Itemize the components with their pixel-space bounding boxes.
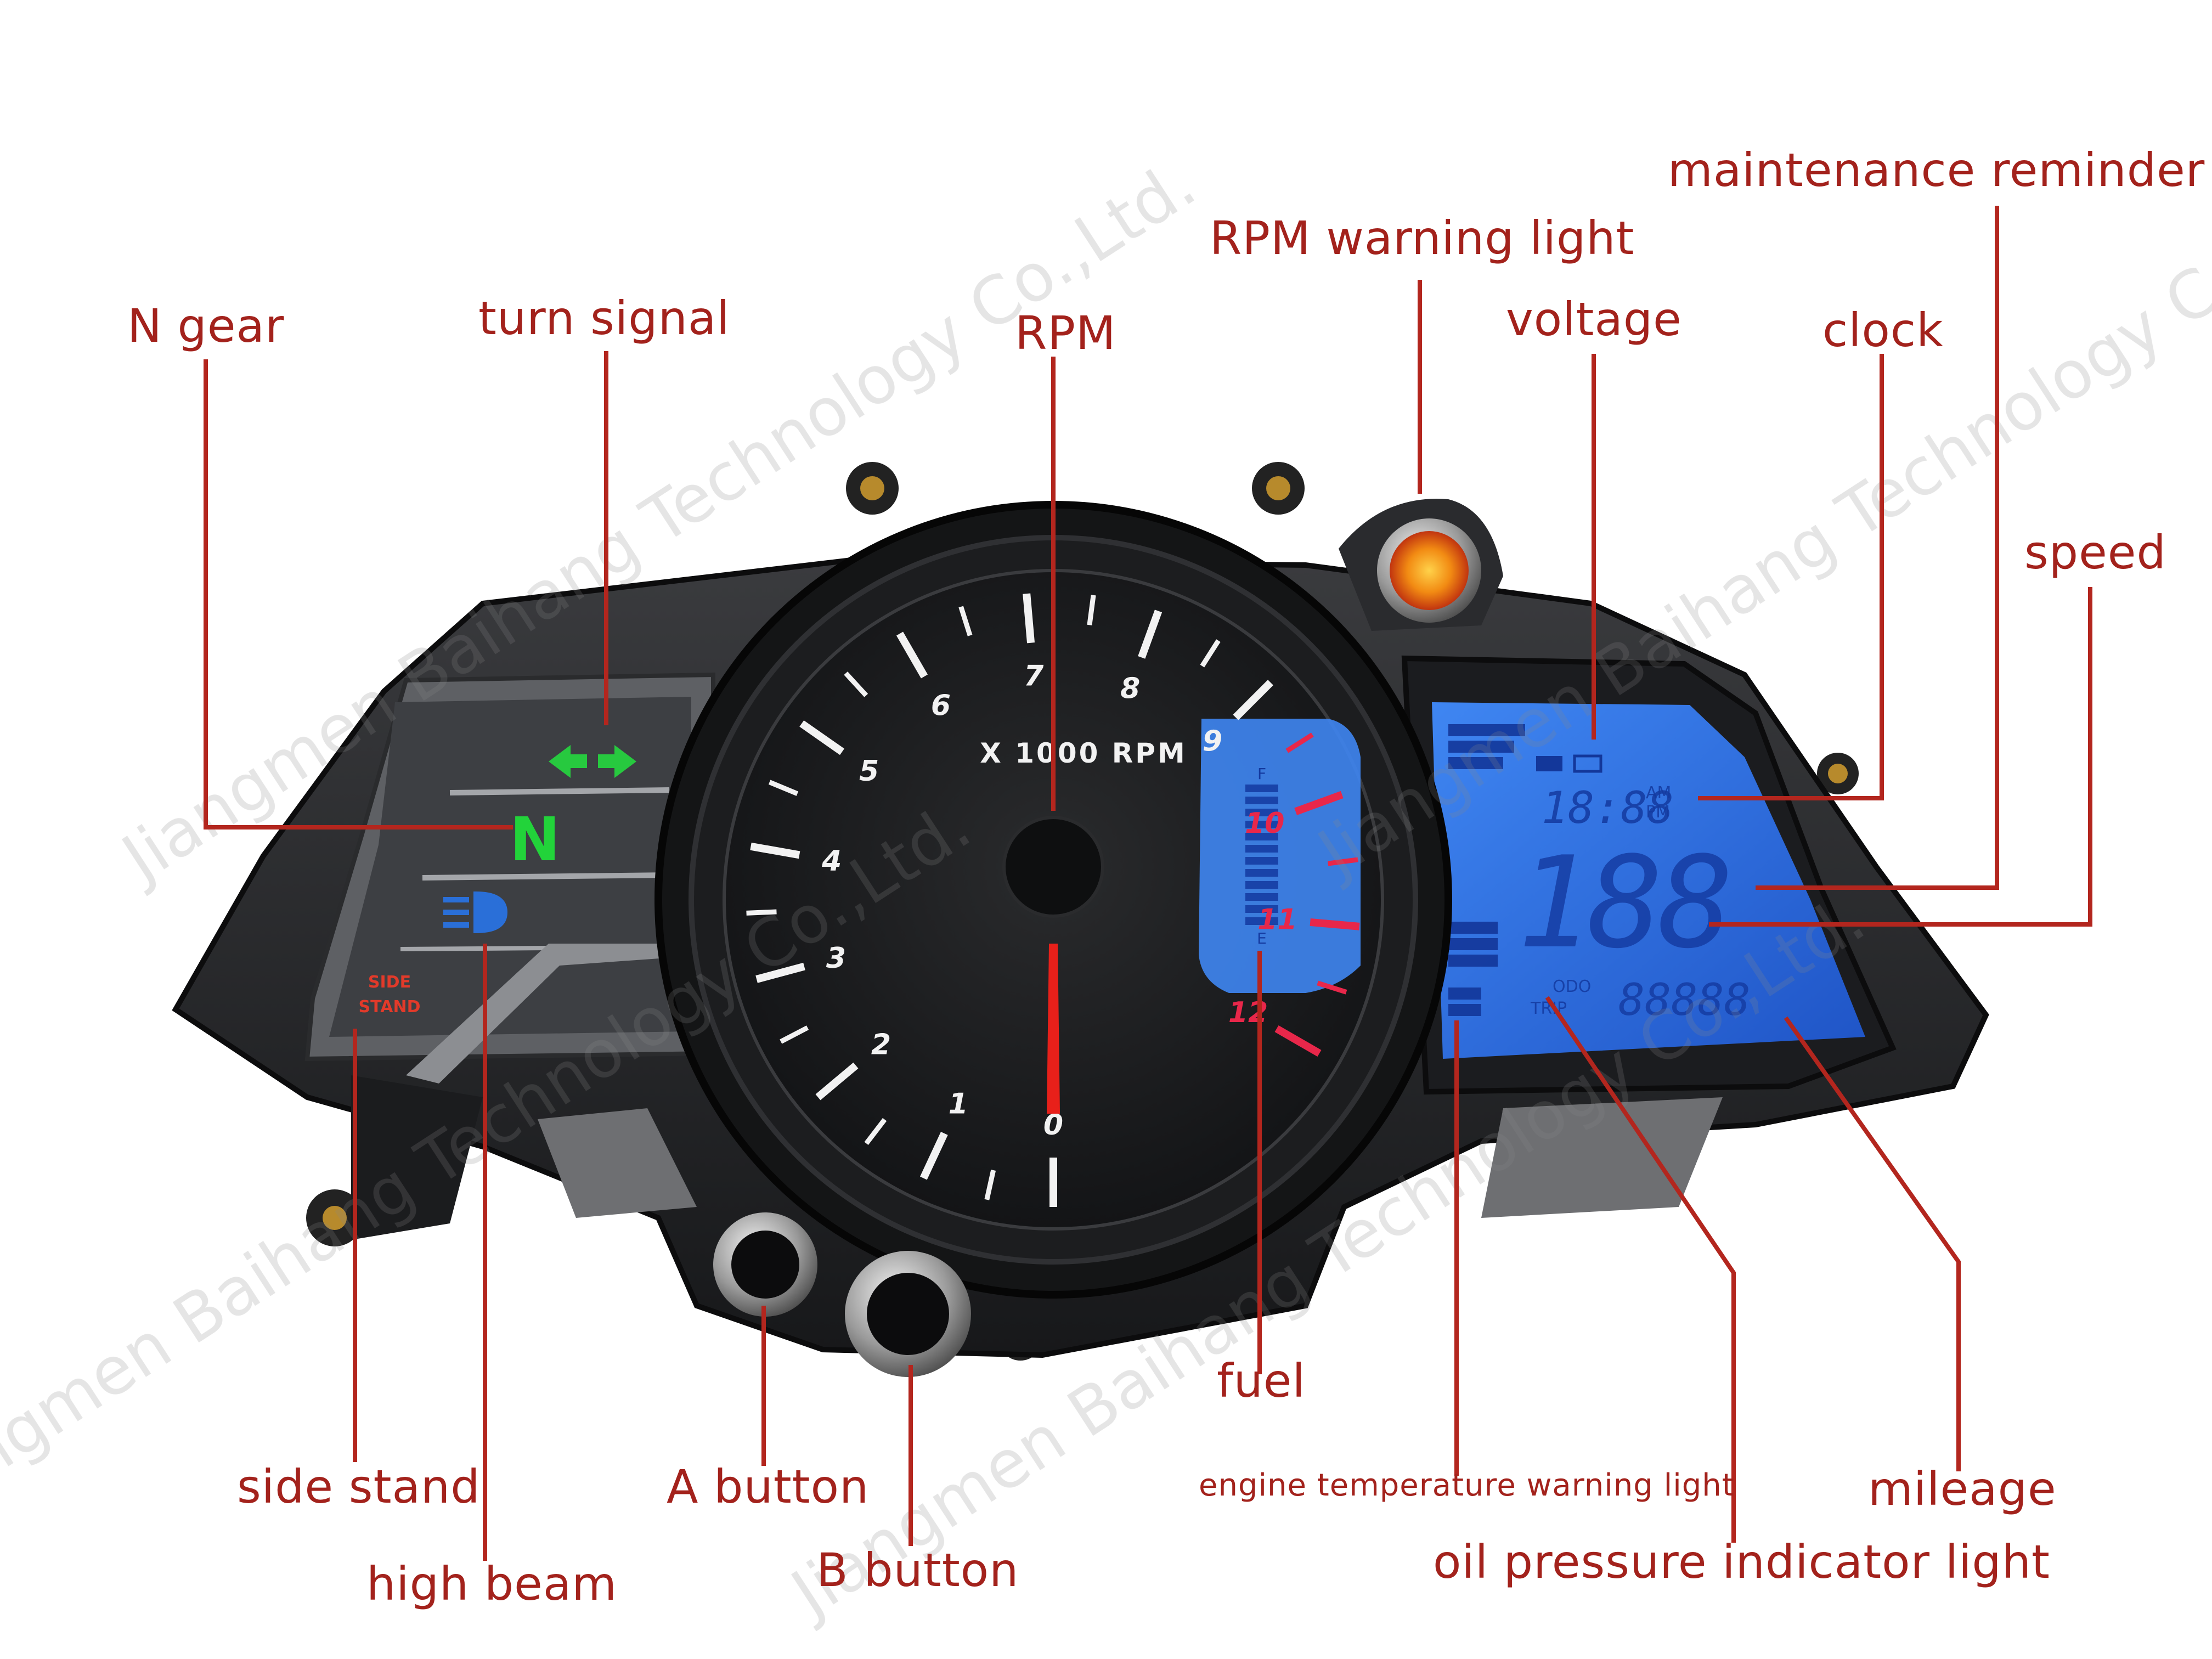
tach-ticks xyxy=(746,593,1360,1207)
leader-n-gear xyxy=(204,359,513,830)
tach-tick xyxy=(1310,918,1360,930)
tach-label: 1 xyxy=(949,1088,968,1121)
callout-side-stand: side stand xyxy=(237,1460,481,1514)
tach-label: 5 xyxy=(859,755,879,788)
fuel-empty-mark: E xyxy=(1257,929,1267,947)
tach-tick xyxy=(1233,680,1273,720)
callout-maintenance: maintenance reminder xyxy=(1668,143,2205,197)
tach-label: 0 xyxy=(1043,1109,1063,1142)
side-stand-indicator-line1: SIDE xyxy=(368,973,411,992)
callout-speed: speed xyxy=(2024,526,2166,579)
lcd-pm: PM xyxy=(1646,803,1670,822)
callout-voltage: voltage xyxy=(1506,292,1682,346)
b-button[interactable] xyxy=(845,1251,971,1377)
tach-tick xyxy=(958,606,973,636)
tach-tick xyxy=(896,631,928,679)
callout-rpm: RPM xyxy=(1015,306,1116,360)
tach-tick xyxy=(1328,857,1358,866)
callout-b-button: B button xyxy=(816,1543,1019,1597)
tach-label: 7 xyxy=(1024,660,1044,693)
tach-tick xyxy=(1138,610,1163,659)
leader-mileage xyxy=(1784,1016,1961,1471)
tach-tick xyxy=(919,1132,948,1180)
tach-tick xyxy=(864,1118,887,1146)
rpm-warning-light xyxy=(1339,499,1503,631)
tach-tick xyxy=(755,962,805,983)
leader-clock xyxy=(1698,354,1884,800)
callout-turn-signal: turn signal xyxy=(478,291,730,345)
lcd-odo-label: ODO xyxy=(1553,977,1591,996)
tach-tick xyxy=(1294,791,1344,815)
callout-engine-temp: engine temperature warning light xyxy=(1199,1468,1735,1503)
tach-label: 3 xyxy=(826,942,846,975)
tach-tick xyxy=(1285,732,1314,753)
tach-tick xyxy=(799,720,845,755)
tach-label: 10 xyxy=(1245,807,1284,840)
side-stand-indicator-line2: STAND xyxy=(359,997,421,1017)
fuel-full-mark: F xyxy=(1257,765,1266,783)
tach-label: 11 xyxy=(1257,904,1297,936)
callout-n-gear: N gear xyxy=(127,299,285,353)
left-indicator-panel xyxy=(304,672,715,1084)
callout-clock: clock xyxy=(1822,303,1944,357)
lcd-speed: 188 xyxy=(1517,830,1728,977)
tach-label: 6 xyxy=(931,689,951,722)
tach-tick xyxy=(1200,639,1221,668)
fuel-gauge-bars xyxy=(1245,785,1278,925)
tach-label: 9 xyxy=(1203,725,1222,758)
tach-tick xyxy=(844,672,868,697)
tach-unit-label: X 1000 RPM xyxy=(980,737,1187,769)
lcd-clock: 18:88 xyxy=(1542,782,1674,833)
tach-tick xyxy=(746,909,777,916)
leader-oil-pressure xyxy=(1545,996,1736,1543)
callout-fuel: fuel xyxy=(1217,1354,1306,1408)
tach-needle xyxy=(1047,944,1060,1114)
a-button[interactable] xyxy=(713,1212,817,1317)
leader-speed xyxy=(1709,587,2092,927)
tach-label: 12 xyxy=(1228,996,1268,1029)
tach-tick xyxy=(1317,980,1347,995)
neutral-indicator: N xyxy=(510,804,560,874)
tach-tick xyxy=(1274,1025,1322,1057)
tach-label: 2 xyxy=(871,1029,891,1062)
callout-rpm-warning: RPM warning light xyxy=(1210,211,1635,265)
leader-lines xyxy=(204,206,2092,1561)
lcd-odometer: 88888 xyxy=(1618,974,1751,1025)
callout-high-beam: high beam xyxy=(366,1557,618,1611)
tach-tick xyxy=(815,1062,859,1101)
tach-tick xyxy=(768,780,799,796)
lcd-am: AM xyxy=(1646,783,1671,803)
tach-tick xyxy=(1087,595,1096,625)
tach-tick xyxy=(1023,593,1035,644)
tach-label: 4 xyxy=(821,845,842,878)
turn-signal-icon xyxy=(549,745,636,778)
needle-hub xyxy=(1002,816,1104,918)
lcd-panel xyxy=(1401,655,1897,1095)
tach-tick xyxy=(780,1025,809,1044)
tach-tick xyxy=(984,1170,996,1200)
high-beam-icon xyxy=(443,891,508,934)
callout-a-button: A button xyxy=(667,1460,870,1514)
callout-oil-pressure: oil pressure indicator light xyxy=(1433,1535,2050,1589)
callout-mileage: mileage xyxy=(1868,1462,2057,1516)
leader-maintenance xyxy=(1756,206,1999,890)
tach-tick xyxy=(750,842,800,859)
tach-label: 8 xyxy=(1120,673,1140,706)
